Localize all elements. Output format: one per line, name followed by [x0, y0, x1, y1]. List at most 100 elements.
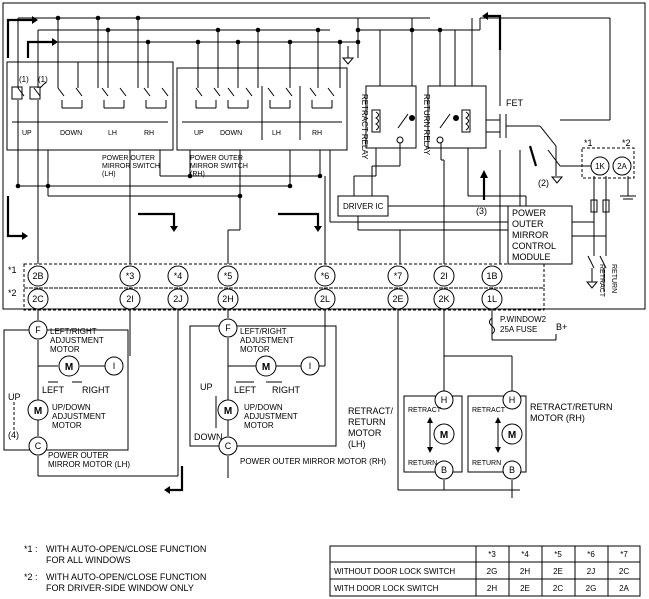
connector-top-6: *7 [394, 271, 403, 281]
table-row-2-cell-5: 2A [619, 584, 629, 593]
motor-rh-updown-2: ADJUSTMENT [244, 412, 298, 421]
fuse-rating: 25A FUSE [500, 325, 537, 334]
motor-lh-terminal-i-label: I [113, 361, 116, 371]
motor-rh-terminal-i [300, 356, 320, 376]
motor-lh-right: RIGHT [82, 385, 111, 395]
corner-marker-1: *1 [584, 138, 593, 148]
table-row-1-cell-1: 2G [487, 567, 498, 576]
motor-symbol: M [508, 430, 516, 441]
table-row-1-cell-4: 2J [587, 567, 595, 576]
table-header-4: *6 [587, 550, 595, 559]
connector-top-3: *4 [174, 271, 183, 281]
motor-rh-title: POWER OUTER MIRROR MOTOR (RH) [240, 457, 386, 466]
top-bus-lines [17, 17, 611, 121]
table-header-1: *3 [488, 550, 496, 559]
retract-lh-terminal-h-label: H [441, 395, 448, 405]
retract-rh-title-2: MOTOR (RH) [530, 413, 585, 423]
mirror-motor-lh [3, 329, 129, 451]
return-relay [427, 85, 487, 149]
switch-contacts-rh [182, 62, 342, 140]
motor-lh-updown-3: MOTOR [52, 421, 82, 430]
motor-lh-terminal-c [28, 436, 48, 456]
retract-motor-lh [403, 395, 463, 473]
mirror-switch-lh [6, 61, 174, 151]
motor-symbol: M [224, 406, 232, 417]
corner-connector-box [581, 147, 635, 179]
connector-top-5: *6 [321, 271, 330, 281]
motor-rh-terminal-c [218, 436, 238, 456]
motor-rh-terminal-f [218, 318, 238, 338]
control-module-line-5: MODULE [512, 252, 551, 262]
retract-rh-retract: RETRACT [472, 407, 506, 414]
switch-rh-rh-label: RH [312, 130, 322, 137]
retract-relay-label: RETRACT RELAY [360, 94, 369, 160]
motor-lh-terminal-i [104, 356, 124, 376]
table-row-2-cell-2: 2E [520, 584, 530, 593]
connector-top-7: 2I [440, 271, 448, 281]
retract-lh-terminal-b [434, 460, 454, 480]
control-module-line-1: POWER [512, 208, 547, 218]
retract-rh-terminal-b-label: B [509, 465, 515, 475]
table-row-1-cell-2: 2H [520, 567, 530, 576]
switch-rh-up-label: UP [194, 130, 204, 137]
motor-rh-terminal-c-label: C [225, 441, 232, 451]
switch-contacts-lh [11, 62, 169, 150]
flow-arrows [6, 12, 502, 494]
retract-lh-motor [433, 423, 455, 445]
retract-motor-arrows [427, 417, 501, 453]
motor-rh-right: RIGHT [272, 385, 301, 395]
control-module-line-4: CONTROL [512, 241, 556, 251]
retract-rh-motor [501, 423, 523, 445]
motor-lh-up: UP [8, 392, 21, 402]
retract-rh-title-1: RETRACT/RETURN [530, 402, 613, 412]
motor-rh-updown-1: UP/DOWN [244, 403, 283, 412]
motor-rh-terminal-i-label: I [309, 361, 312, 371]
motor-symbol: M [440, 430, 448, 441]
fuse-name: P.WINDOW2 [500, 315, 547, 324]
motor-lh-adjust-1: LEFT/RIGHT [50, 327, 97, 336]
corner-marker-2: *2 [622, 138, 631, 148]
connector-bottom-6: 2E [392, 294, 403, 304]
motor-lh-updown-1: UP/DOWN [52, 403, 91, 412]
note-1-key: *1 : [24, 544, 38, 554]
switch-lh-lh-label: LH [108, 130, 117, 137]
motor-lh-title-2: MIRROR MOTOR (LH) [48, 460, 130, 469]
connector-2a-label: 2A [617, 162, 627, 171]
table-header-5: *7 [620, 550, 628, 559]
motor-lh-wires [13, 309, 179, 477]
switch-output-wires [17, 150, 331, 264]
switch-rh-title-1: POWER OUTER [190, 155, 243, 162]
switch-lh-title-1: POWER OUTER [102, 155, 155, 162]
table-row-1-cell-5: 2C [619, 567, 629, 576]
connector-2a [612, 156, 632, 176]
connector-bottom-1: 2C [32, 294, 44, 304]
table-header-2: *4 [521, 550, 529, 559]
table-row-2-cell-1: 2H [487, 584, 497, 593]
retract-rh-return: RETURN [472, 460, 501, 467]
retract-motor-wires [397, 309, 520, 498]
table-row-2-cell-3: 2C [553, 584, 563, 593]
connector-row-1 [23, 263, 545, 289]
table-row-2-cell-4: 2G [586, 584, 597, 593]
switch-marker-1a: (1) [19, 75, 29, 84]
row-marker-1: *1 [8, 265, 17, 275]
marker-2: (2) [538, 178, 549, 188]
motor-lh-title-1: POWER OUTER [48, 451, 109, 460]
switch-rh-title-3: (RH) [190, 171, 205, 178]
motor-lh-adjust-3: MOTOR [50, 345, 80, 354]
module-retract-label: RETRACT [598, 264, 605, 298]
table-row-1-cell-3: 2E [553, 567, 563, 576]
motor-rh-lr-motor [255, 355, 277, 377]
note-1-line-2: FOR ALL WINDOWS [46, 555, 131, 565]
motor-rh-adjust-2: ADJUSTMENT [240, 336, 294, 345]
retract-lh-retract: RETRACT [408, 407, 442, 414]
retract-lh-title-3: MOTOR [348, 428, 382, 438]
motor-symbol: M [65, 362, 73, 373]
connector-top-1: 2B [32, 271, 43, 281]
motor-rh-updown-3: MOTOR [244, 421, 274, 430]
connector-bottom-4: 2H [222, 294, 234, 304]
motor-lh-terminal-c-label: C [35, 441, 42, 451]
switch-rh-down-label: DOWN [220, 130, 242, 137]
motor-lh-ud-motor [27, 399, 49, 421]
